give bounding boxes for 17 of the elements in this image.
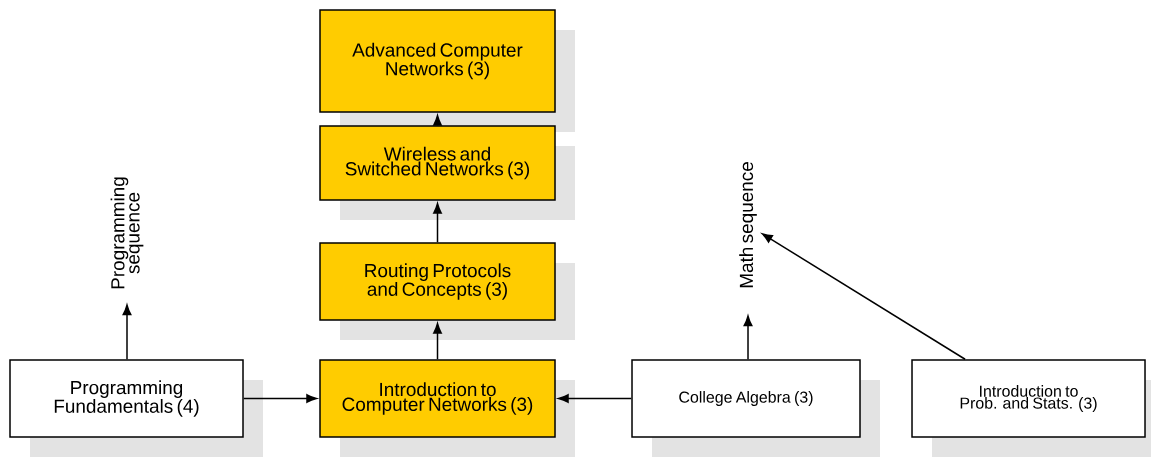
arrow xyxy=(743,315,753,360)
course-box: College Algebra (3) xyxy=(631,359,861,438)
sequence-label: Programming sequence xyxy=(110,177,144,289)
course-box: Advanced Computer Networks (3) xyxy=(319,9,556,113)
arrow xyxy=(558,394,632,403)
course-box: Wireless and Switched Networks (3) xyxy=(319,125,556,201)
arrow xyxy=(122,304,132,360)
sequence-label: Math sequence xyxy=(739,162,757,288)
arrow xyxy=(761,233,966,360)
arrow xyxy=(433,323,442,360)
course-box: Routing Protocols and Concepts (3) xyxy=(319,242,556,321)
course-box: Introduction to Prob. and Stats. (3) xyxy=(911,359,1146,438)
arrow xyxy=(243,394,317,403)
arrow xyxy=(433,203,442,243)
course-box: Introduction to Computer Networks (3) xyxy=(319,359,556,438)
course-box: Programming Fundamentals (4) xyxy=(9,359,244,438)
arrow xyxy=(433,115,442,126)
